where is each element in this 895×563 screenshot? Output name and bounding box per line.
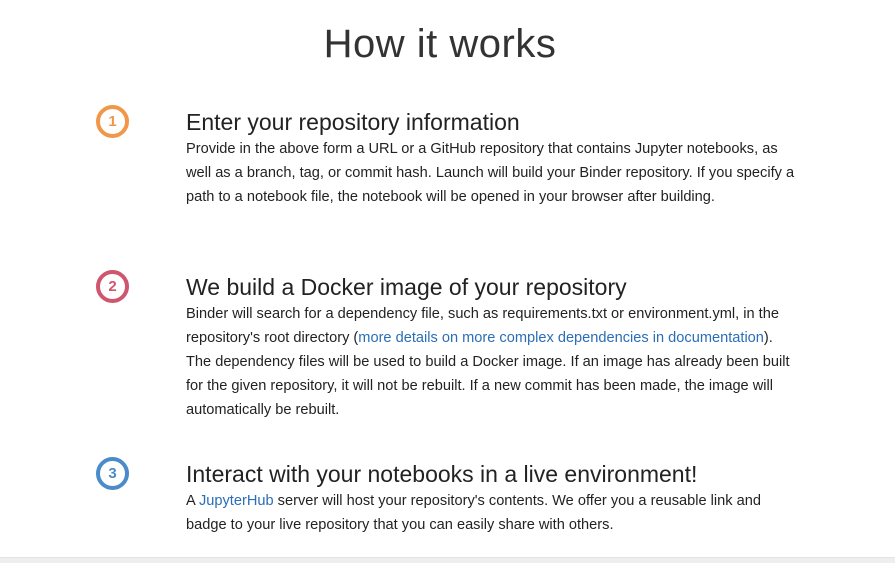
step-description: A JupyterHub server will host your repos… bbox=[186, 489, 796, 537]
page-title: How it works bbox=[323, 22, 557, 66]
step-heading: We build a Docker image of your reposito… bbox=[186, 274, 627, 300]
dependencies-documentation-link[interactable]: more details on more complex dependencie… bbox=[358, 330, 764, 346]
footer-divider bbox=[0, 557, 895, 563]
step-description: Provide in the above form a URL or a Git… bbox=[186, 141, 795, 205]
step-number-badge: 3 bbox=[96, 457, 129, 490]
step-number-badge: 1 bbox=[96, 105, 129, 138]
text: Binder will search for a dependency file… bbox=[186, 306, 779, 346]
step-heading: Interact with your notebooks in a live e… bbox=[186, 461, 698, 487]
text: server will host your repository's conte… bbox=[186, 493, 761, 533]
jupyterhub-link[interactable]: JupyterHub bbox=[198, 493, 274, 509]
text: ). The dependency files will be used to … bbox=[186, 330, 790, 418]
step-number-badge: 2 bbox=[96, 270, 129, 303]
step-heading: Enter your repository information bbox=[186, 109, 520, 135]
step-description: Binder will search for a dependency file… bbox=[186, 302, 796, 422]
text: A bbox=[186, 493, 199, 509]
